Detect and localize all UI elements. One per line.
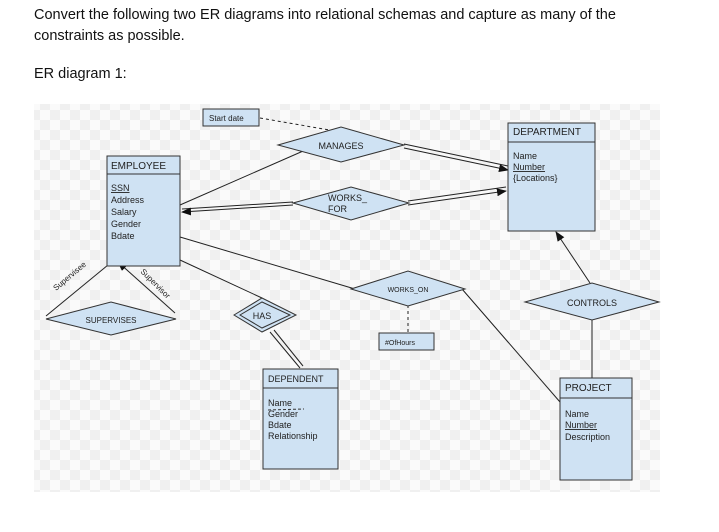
svg-text:WORKS_: WORKS_: [328, 193, 368, 203]
relationship-works-for: WORKS_ FOR: [291, 186, 411, 221]
employee-attr: Bdate: [111, 231, 135, 241]
relationship-manages: MANAGES: [276, 126, 406, 163]
employee-title: EMPLOYEE: [111, 161, 166, 172]
workson-proj-line: [461, 288, 561, 403]
svg-text:HAS: HAS: [253, 311, 272, 321]
employee-attr: Salary: [111, 207, 137, 217]
worksfor-emp-line-b: [181, 204, 294, 216]
dependent-attr: Gender: [268, 409, 298, 419]
has-emp-line: [179, 259, 263, 299]
has-dep-line-a: [269, 331, 301, 369]
attribute-hours: #OfHours: [378, 332, 435, 351]
dependent-attr: Bdate: [268, 420, 292, 430]
worksfor-dept-line-a: [407, 186, 507, 202]
svg-text:FOR: FOR: [328, 204, 347, 214]
workson-emp-line: [179, 236, 356, 290]
dependent-attr: Relationship: [268, 431, 318, 441]
svg-text:#OfHours: #OfHours: [385, 340, 415, 347]
project-attr: Description: [565, 432, 610, 442]
manages-dept-line-b: [403, 147, 509, 173]
employee-attr: Address: [111, 195, 145, 205]
entity-dependent: DEPENDENT Name Gender Bdate Relationship: [262, 368, 339, 470]
startdate-link: [259, 117, 336, 132]
department-attr: Name: [513, 151, 537, 161]
department-title: DEPARTMENT: [513, 127, 581, 138]
project-attr: Name: [565, 409, 589, 419]
department-attr: {Locations}: [513, 173, 558, 183]
employee-attr: Gender: [111, 219, 141, 229]
entity-project: PROJECT Name Number Description: [559, 377, 633, 481]
project-attr: Number: [565, 420, 597, 430]
svg-text:MANAGES: MANAGES: [318, 141, 363, 151]
supervisor-line: [117, 261, 176, 314]
relationship-supervises: SUPERVISES: [45, 301, 177, 336]
diagram-subtitle: ER diagram 1:: [34, 66, 127, 82]
dependent-attr: Name: [268, 398, 292, 408]
relationship-controls: CONTROLS: [523, 282, 661, 321]
worksfor-emp-line-a: [181, 201, 294, 210]
svg-text:CONTROLS: CONTROLS: [567, 298, 617, 308]
relationship-has: HAS: [233, 297, 298, 333]
manages-dept-line-a: [403, 143, 509, 167]
department-attr: Number: [513, 162, 545, 172]
svg-text:SUPERVISES: SUPERVISES: [86, 316, 137, 325]
supervisee-line: [45, 264, 109, 317]
controls-dept-line: [555, 231, 591, 284]
svg-text:WORKS_ON: WORKS_ON: [388, 287, 429, 294]
question-text: Convert the following two ER diagrams in…: [34, 7, 616, 44]
manages-emp-line: [179, 147, 311, 206]
dependent-title: DEPENDENT: [268, 374, 324, 384]
has-dep-line-b: [273, 329, 304, 367]
worksfor-dept-line-b: [407, 188, 507, 206]
svg-text:Start date: Start date: [209, 114, 244, 123]
relationship-works-on: WORKS_ON: [349, 270, 467, 307]
entity-employee: EMPLOYEE SSN Address Salary Gender Bdate: [106, 155, 181, 267]
attribute-start-date: Start date: [202, 108, 260, 127]
project-title: PROJECT: [565, 383, 612, 394]
employee-attr: SSN: [111, 183, 130, 193]
entity-department: DEPARTMENT Name Number {Locations}: [507, 122, 596, 232]
